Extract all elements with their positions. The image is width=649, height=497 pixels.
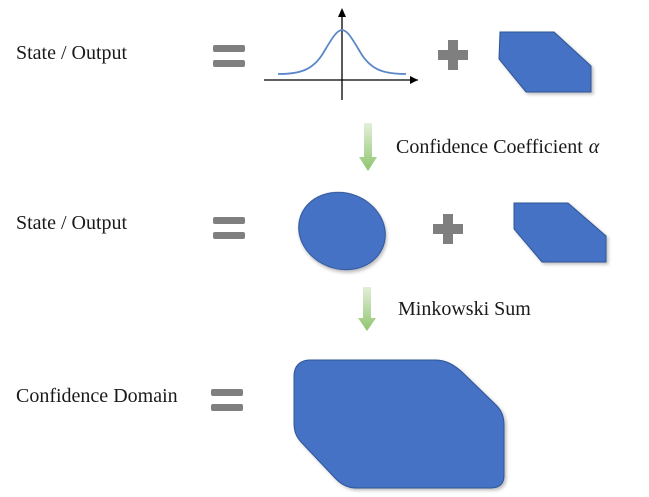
row2-label: State / Output bbox=[16, 212, 128, 234]
equals-sign-row2 bbox=[213, 217, 245, 239]
plus-sign-row2 bbox=[433, 214, 463, 244]
bounded-set-shape-row2 bbox=[513, 202, 607, 263]
row3-label: Confidence Domain bbox=[16, 385, 178, 407]
distribution-plot bbox=[264, 8, 418, 100]
confidence-ellipse bbox=[298, 191, 386, 271]
bell-curve bbox=[277, 29, 407, 75]
alpha-symbol: α bbox=[588, 136, 600, 158]
arrow-down-icon bbox=[358, 287, 376, 331]
row1-label: State / Output bbox=[16, 42, 128, 64]
equals-sign-row3 bbox=[211, 389, 243, 411]
plus-sign-row1 bbox=[438, 40, 468, 70]
equals-sign-row1 bbox=[213, 45, 245, 67]
bounded-set-shape-row1 bbox=[498, 31, 592, 93]
minkowski-sum-label: Minkowski Sum bbox=[398, 298, 531, 320]
confidence-domain-shape bbox=[293, 359, 505, 489]
arrow-down-icon bbox=[359, 123, 377, 171]
confidence-coefficient-text: Confidence Coefficient bbox=[396, 136, 583, 158]
